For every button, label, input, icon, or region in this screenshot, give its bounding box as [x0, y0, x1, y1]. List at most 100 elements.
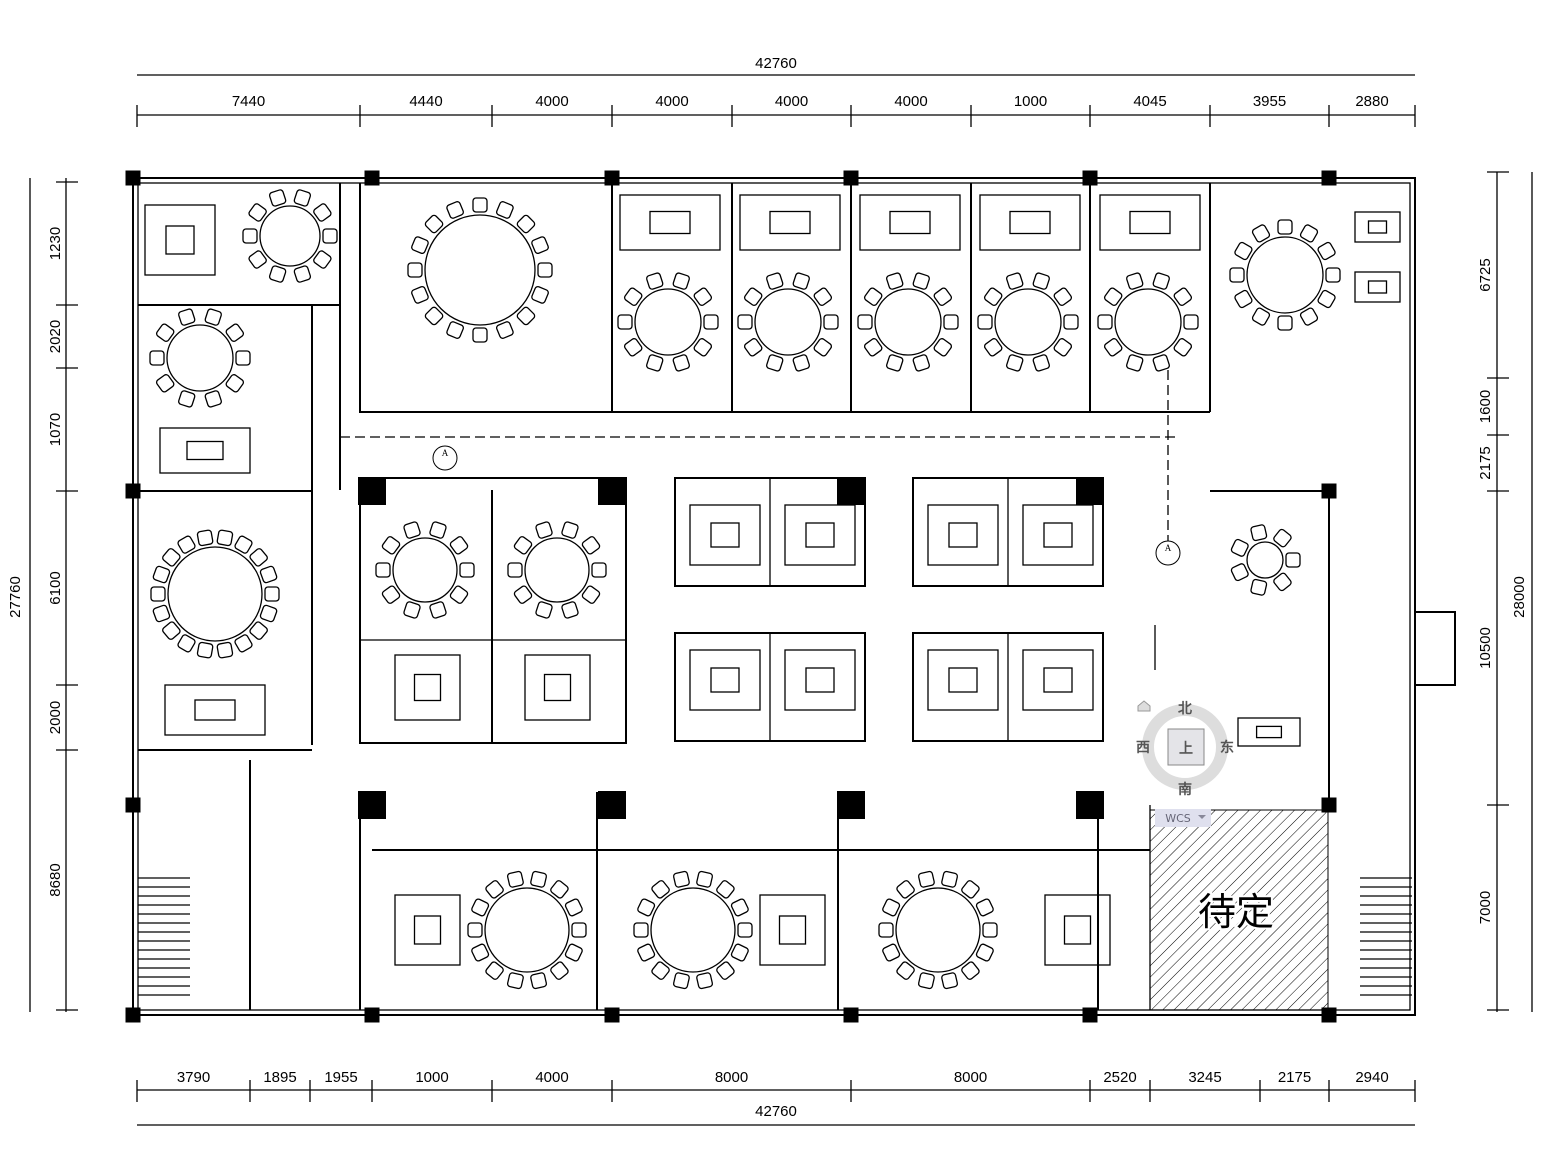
chair — [204, 390, 222, 408]
chair — [651, 961, 670, 980]
chair — [1277, 219, 1293, 235]
sofa-set — [1022, 649, 1094, 711]
ucs-label[interactable]: WCS — [1165, 812, 1191, 825]
chair — [561, 601, 579, 619]
sofa-set — [689, 504, 761, 566]
chair — [235, 350, 251, 366]
chair — [429, 601, 447, 619]
bottom-dimension: 3245 — [1188, 1069, 1221, 1086]
chair — [857, 314, 873, 330]
chair — [1103, 338, 1123, 357]
chair — [242, 228, 258, 244]
right-dimension: 6725 — [1477, 258, 1494, 291]
pending-area-label: 待定 — [1198, 892, 1274, 934]
chair — [234, 535, 253, 554]
column — [1321, 483, 1337, 499]
chair — [646, 354, 664, 372]
chair — [886, 354, 904, 372]
chair — [162, 621, 181, 640]
compass-west[interactable]: 西 — [1136, 740, 1150, 756]
chair — [449, 585, 469, 604]
top-dimension: 7440 — [232, 93, 265, 110]
compass-east[interactable]: 东 — [1220, 739, 1234, 756]
chair — [863, 287, 883, 306]
chair — [623, 338, 643, 357]
column — [125, 170, 141, 186]
chair — [264, 586, 280, 602]
chair — [513, 585, 533, 604]
round-table — [507, 521, 607, 619]
chair — [485, 961, 504, 980]
chair — [1317, 241, 1336, 261]
chair — [1230, 538, 1249, 557]
chair — [403, 601, 421, 619]
chair — [1006, 272, 1024, 290]
chair — [155, 374, 175, 393]
top-dimension: 3955 — [1253, 93, 1286, 110]
chair — [863, 338, 883, 357]
chevron-down-icon[interactable] — [1198, 815, 1206, 819]
compass-south[interactable]: 南 — [1178, 781, 1192, 798]
sofa-set — [927, 504, 999, 566]
chair — [411, 285, 429, 304]
column — [1321, 797, 1337, 813]
compass-north[interactable]: 北 — [1178, 701, 1192, 717]
chair — [459, 562, 475, 578]
chair — [550, 961, 569, 980]
chair — [564, 898, 583, 917]
chair — [506, 870, 524, 888]
column — [358, 477, 386, 505]
chair — [1032, 354, 1050, 372]
chair — [1063, 314, 1079, 330]
sofa-set — [927, 649, 999, 711]
section-marker-label: A — [442, 448, 449, 458]
chair — [581, 585, 601, 604]
column — [604, 1007, 620, 1023]
section-marker: A A — [340, 370, 1181, 566]
chair — [623, 287, 643, 306]
chair — [886, 272, 904, 290]
sofa-set — [394, 894, 461, 966]
chair — [1103, 287, 1123, 306]
chair — [983, 287, 1003, 306]
home-icon[interactable] — [1137, 700, 1151, 712]
viewcube-top-face[interactable] — [1167, 728, 1205, 766]
sofa-set — [159, 427, 251, 474]
sofa-set — [784, 504, 856, 566]
chair — [896, 961, 915, 980]
interior-walls — [138, 183, 1330, 1010]
round-table — [407, 197, 553, 343]
chair — [743, 287, 763, 306]
chair — [424, 214, 444, 234]
section-marker-label: A — [1165, 543, 1172, 553]
sofa-set — [759, 894, 826, 966]
sofa-set — [524, 654, 591, 721]
bottom-total-dimension: 42760 — [755, 1103, 797, 1120]
chair — [513, 536, 533, 555]
chair — [693, 287, 713, 306]
structural-columns — [125, 170, 1337, 1023]
chair — [178, 308, 196, 326]
chair — [1277, 315, 1293, 331]
column — [1076, 791, 1104, 819]
chair — [467, 922, 483, 938]
top-dimension: 2880 — [1355, 93, 1388, 110]
chair — [983, 338, 1003, 357]
ucs-menu[interactable] — [1155, 809, 1211, 827]
column — [125, 483, 141, 499]
column — [1082, 1007, 1098, 1023]
chair — [941, 972, 959, 990]
chair — [1251, 224, 1271, 243]
chair — [933, 287, 953, 306]
top-dimension: 1000 — [1014, 93, 1047, 110]
chair — [1126, 272, 1144, 290]
chair — [1285, 552, 1301, 568]
chair — [1097, 314, 1113, 330]
compass-ring[interactable] — [1142, 704, 1228, 790]
column — [364, 170, 380, 186]
chair — [225, 374, 245, 393]
viewcube[interactable]: 上 北 南 东 西 WCS — [1136, 700, 1234, 827]
chair — [1229, 267, 1245, 283]
chair — [912, 272, 930, 290]
